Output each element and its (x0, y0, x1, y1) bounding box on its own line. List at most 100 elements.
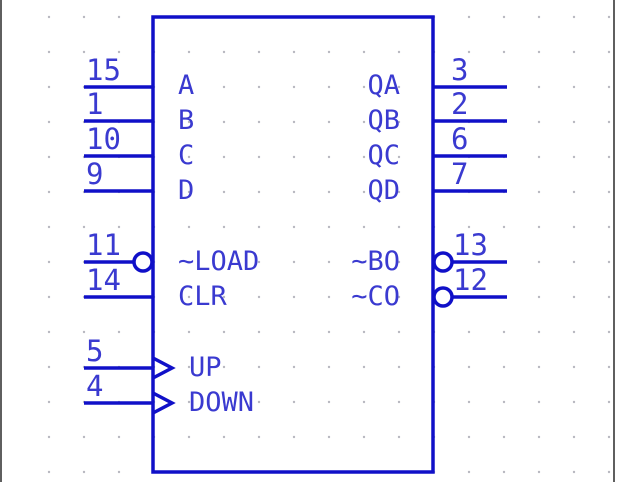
grid-dot (607, 295, 611, 299)
grid-dot (327, 190, 331, 194)
pin-number-10: 10 (86, 122, 121, 156)
grid-dot (607, 260, 611, 264)
grid-dot (467, 400, 471, 404)
grid-dot (47, 330, 51, 334)
grid-dot (187, 365, 191, 369)
grid-dot (327, 330, 331, 334)
grid-dot (397, 365, 401, 369)
pin-number-15: 15 (86, 53, 121, 87)
grid-dot (467, 435, 471, 439)
grid-dot (47, 190, 51, 194)
pin-label-qb: QB (367, 105, 400, 136)
pin-label-d: D (178, 175, 194, 206)
grid-dot (327, 85, 331, 89)
pin-label-qa: QA (367, 70, 400, 101)
grid-dot (467, 225, 471, 229)
pin-number-1: 1 (86, 87, 103, 121)
grid-dot (292, 400, 296, 404)
pin-label-a: A (178, 70, 194, 101)
grid-dot (222, 50, 226, 54)
grid-dot (187, 155, 191, 159)
grid-dot (47, 295, 51, 299)
grid-dot (537, 330, 541, 334)
grid-dot (607, 330, 611, 334)
grid-dot (572, 120, 576, 124)
pin-number-2: 2 (451, 87, 468, 121)
grid-dot (362, 190, 366, 194)
grid-dot (327, 400, 331, 404)
grid-dot (187, 295, 191, 299)
grid-dot (397, 155, 401, 159)
grid-dot (572, 15, 576, 19)
grid-dot (502, 400, 506, 404)
pin-number-4: 4 (86, 369, 103, 403)
grid-dot (607, 85, 611, 89)
grid-dot (327, 225, 331, 229)
grid-dot (292, 295, 296, 299)
grid-dot (572, 85, 576, 89)
grid-dot (187, 400, 191, 404)
grid-dot (222, 435, 226, 439)
pin-number-9: 9 (86, 157, 103, 191)
grid-dot (537, 155, 541, 159)
grid-dot (327, 365, 331, 369)
pin-label-down: DOWN (189, 387, 254, 418)
grid-dot (187, 85, 191, 89)
pin-number-12: 12 (453, 263, 488, 297)
up-clock-triangle (152, 356, 176, 380)
grid-dot (82, 470, 86, 474)
grid-dot (572, 260, 576, 264)
grid-dot (362, 50, 366, 54)
grid-dot (117, 470, 121, 474)
grid-dot (187, 225, 191, 229)
grid-dot (502, 225, 506, 229)
grid-dot (47, 120, 51, 124)
grid-dot (362, 85, 366, 89)
grid-dot (187, 330, 191, 334)
bo-inversion-bubble (432, 251, 454, 273)
grid-dot (362, 155, 366, 159)
component-body[interactable] (151, 15, 435, 474)
grid-dot (607, 50, 611, 54)
grid-dot (257, 330, 261, 334)
pin-number-5: 5 (86, 334, 103, 368)
pin-label-bo: ~BO (351, 246, 400, 277)
pin-number-13: 13 (453, 228, 488, 262)
grid-dot (397, 85, 401, 89)
grid-dot (47, 365, 51, 369)
grid-dot (607, 190, 611, 194)
pin-number-7: 7 (451, 157, 468, 191)
grid-dot (292, 120, 296, 124)
grid-dot (537, 225, 541, 229)
grid-dot (47, 435, 51, 439)
pin-label-qd: QD (367, 175, 400, 206)
grid-dot (222, 295, 226, 299)
grid-dot (117, 50, 121, 54)
pin-label-qc: QC (367, 140, 400, 171)
grid-dot (292, 155, 296, 159)
grid-dot (362, 435, 366, 439)
grid-dot (467, 50, 471, 54)
grid-dot (467, 330, 471, 334)
grid-dot (257, 50, 261, 54)
grid-dot (222, 85, 226, 89)
grid-dot (362, 260, 366, 264)
grid-dot (187, 435, 191, 439)
grid-dot (82, 330, 86, 334)
grid-dot (607, 155, 611, 159)
grid-dot (47, 50, 51, 54)
grid-dot (397, 120, 401, 124)
grid-dot (327, 260, 331, 264)
grid-dot (292, 190, 296, 194)
grid-dot (222, 225, 226, 229)
grid-dot (222, 330, 226, 334)
grid-dot (327, 435, 331, 439)
grid-dot (222, 260, 226, 264)
grid-dot (537, 400, 541, 404)
grid-dot (257, 120, 261, 124)
pin-label-b: B (178, 105, 194, 136)
co-inversion-bubble (432, 286, 454, 308)
grid-dot (467, 15, 471, 19)
